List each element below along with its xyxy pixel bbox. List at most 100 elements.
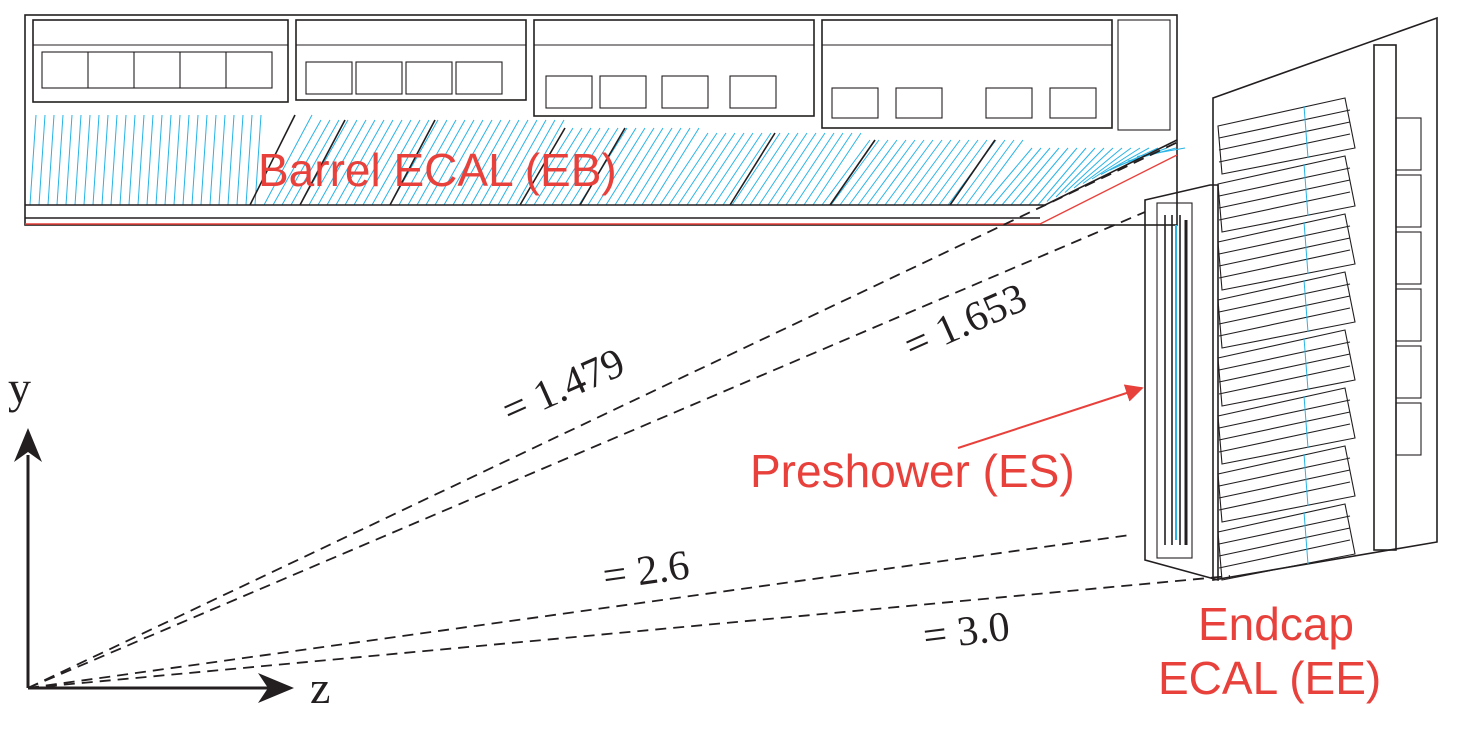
barrel-crystal bbox=[659, 132, 709, 206]
barrel-crystal bbox=[884, 139, 934, 206]
barrel-crystal bbox=[182, 114, 190, 206]
preshower-arrow-icon bbox=[957, 384, 1144, 449]
barrel-crystal bbox=[731, 132, 781, 206]
barrel-crystal bbox=[983, 147, 1033, 206]
barrel-crystal bbox=[1028, 147, 1078, 206]
barrel-crystal bbox=[362, 119, 412, 206]
barrel-crystal bbox=[785, 132, 835, 206]
endcap-crystal-line bbox=[1218, 225, 1351, 255]
endcap-crystal-block bbox=[1217, 213, 1356, 291]
barrel-crystal bbox=[173, 114, 181, 206]
barrel-crystal bbox=[821, 139, 871, 206]
endcap-crystal-block bbox=[1217, 271, 1356, 349]
barrel-crystal bbox=[290, 119, 340, 206]
barrel-crystal bbox=[353, 119, 403, 206]
barrel-crystal bbox=[938, 139, 988, 206]
endcap-crystal-axis bbox=[1303, 337, 1309, 391]
barrel-crystal bbox=[488, 119, 538, 206]
eta-line-1653 bbox=[27, 211, 1146, 689]
barrel-crystal bbox=[740, 132, 790, 206]
barrel-crystal bbox=[425, 119, 475, 206]
barrel-crystal bbox=[839, 139, 889, 206]
barrel-module-boundary bbox=[389, 119, 436, 206]
endcap-crystal-line bbox=[1218, 341, 1351, 371]
barrel-crystal bbox=[326, 119, 376, 206]
endcap-crystal-line bbox=[1218, 481, 1351, 511]
barrel-crystal bbox=[1037, 147, 1087, 206]
barrel-crystal bbox=[1010, 147, 1060, 206]
barrel-crystal bbox=[1019, 147, 1069, 206]
barrel-crystal bbox=[29, 114, 37, 206]
barrel-crystal bbox=[902, 139, 952, 206]
barrel-crystal bbox=[380, 119, 430, 206]
barrel-crystal bbox=[533, 127, 583, 206]
barrel-crystal bbox=[227, 114, 235, 206]
barrel-crystals bbox=[29, 114, 1186, 206]
endcap-crystal-block bbox=[1217, 445, 1356, 523]
z-axis-label: z bbox=[310, 662, 330, 713]
barrel-crystal bbox=[560, 127, 610, 206]
barrel-crystal bbox=[281, 119, 331, 206]
barrel-crystal bbox=[632, 127, 682, 206]
barrel-crystal bbox=[38, 114, 46, 206]
barrel-module-boundary bbox=[299, 119, 346, 206]
barrel-crystal bbox=[974, 139, 1024, 206]
barrel-crystal bbox=[1046, 147, 1096, 202]
barrel-crystal bbox=[704, 132, 754, 206]
barrel-crystal bbox=[146, 114, 154, 206]
eta-label-26: = 2.6 bbox=[600, 542, 692, 600]
endcap-crystal-axis bbox=[1303, 163, 1309, 217]
endcap-crystal-line bbox=[1218, 167, 1351, 197]
barrel-crystal bbox=[101, 114, 109, 206]
barrel-crystal bbox=[317, 119, 367, 206]
endcap-crystal-line bbox=[1218, 283, 1351, 313]
endcap-crystal-block bbox=[1217, 503, 1356, 581]
barrel-crystal bbox=[1055, 147, 1105, 198]
endcap-crystal-line bbox=[1218, 179, 1351, 209]
endcap-crystal-line bbox=[1218, 515, 1351, 545]
endcap-crystal-axis bbox=[1303, 453, 1309, 507]
endcap-crystal-line bbox=[1218, 469, 1351, 499]
barrel-crystal bbox=[758, 132, 808, 206]
endcap-crystal-axis bbox=[1303, 511, 1309, 565]
endcap-crystal-line bbox=[1218, 237, 1351, 267]
barrel-crystal bbox=[506, 119, 556, 206]
barrel-crystal bbox=[443, 119, 493, 206]
barrel-crystal bbox=[209, 114, 217, 206]
barrel-crystal bbox=[605, 127, 655, 206]
preshower-label: Preshower (ES) bbox=[750, 445, 1075, 497]
barrel-crystal bbox=[830, 139, 880, 206]
endcap-crystal-axis bbox=[1303, 221, 1309, 275]
eta-line-30 bbox=[27, 575, 1231, 689]
barrel-crystal bbox=[668, 132, 718, 206]
endcap-crystal-block bbox=[1217, 97, 1356, 175]
barrel-crystal bbox=[74, 114, 82, 206]
endcap-crystal-line bbox=[1218, 307, 1351, 337]
barrel-crystal bbox=[416, 119, 466, 206]
eta-label-1479: = 1.479 bbox=[495, 340, 631, 434]
barrel-crystal bbox=[245, 114, 253, 206]
eta-lines bbox=[27, 141, 1231, 689]
endcap-crystal-line bbox=[1218, 295, 1351, 325]
barrel-crystal bbox=[236, 114, 244, 206]
barrel-crystal bbox=[1082, 147, 1132, 184]
barrel-ecal bbox=[24, 14, 1186, 226]
barrel-crystal bbox=[200, 114, 208, 206]
y-arrow-icon bbox=[14, 428, 42, 462]
barrel-crystal bbox=[848, 139, 898, 206]
barrel-crystal bbox=[524, 127, 574, 206]
barrel-crystal bbox=[137, 114, 145, 206]
endcap-crystal-line bbox=[1218, 423, 1351, 453]
barrel-crystal bbox=[641, 127, 691, 206]
eta-line-1479 bbox=[27, 141, 1179, 689]
preshower bbox=[1144, 184, 1219, 582]
barrel-crystal bbox=[857, 139, 907, 206]
barrel-crystal bbox=[1073, 147, 1123, 189]
barrel-crystal bbox=[911, 139, 961, 206]
endcap-crystal-line bbox=[1218, 109, 1351, 139]
barrel-crystal bbox=[767, 132, 817, 206]
axes: y z bbox=[8, 362, 330, 713]
barrel-crystal bbox=[155, 114, 163, 206]
barrel-module-boundary bbox=[519, 127, 566, 206]
